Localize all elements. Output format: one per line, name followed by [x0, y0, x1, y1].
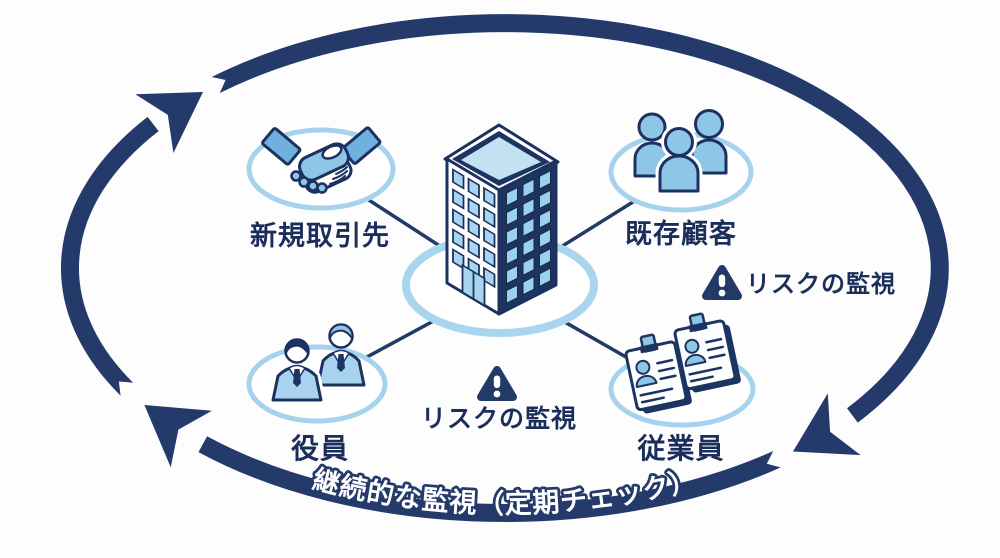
building-left-windows [452, 168, 496, 307]
arrowhead-bottom-right [793, 393, 861, 456]
cycle-caption: 継続的な監視（定期チェック） [309, 463, 700, 520]
office-building-icon [443, 123, 560, 316]
people-group-icon [633, 109, 728, 196]
cycle-arc-bottom [198, 436, 783, 522]
businessmen-icon [268, 323, 366, 405]
cycle-arc-top-right [209, 14, 949, 423]
building-right-windows [506, 170, 551, 304]
warning-triangle-icon [477, 366, 517, 401]
id-badges-icon [624, 312, 741, 414]
cycle-arc-left [60, 116, 159, 397]
handshake-icon [261, 126, 382, 194]
arrowhead-bottom-left [144, 405, 212, 468]
arrowhead-top-left [135, 92, 203, 153]
warning-triangle-icon [702, 265, 742, 300]
cycle-arrow-band [60, 14, 949, 522]
